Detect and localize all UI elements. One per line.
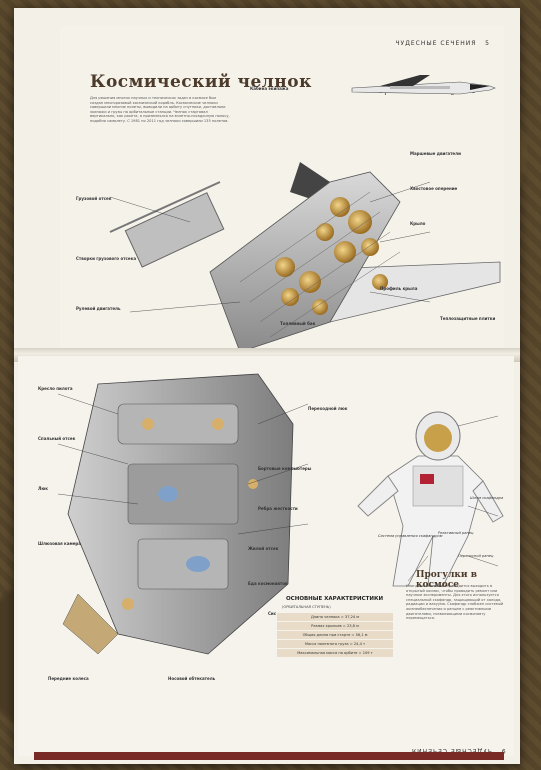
orbiter-illustration [351, 75, 496, 95]
bottom-label-8: Жилой отсек [248, 546, 279, 551]
page-title: Космический челнок [90, 72, 312, 92]
stats-row: Максимальная масса на орбите = 109 т [276, 648, 394, 658]
top-label-7: Профиль крыла [380, 286, 418, 291]
crew-cabin-cutaway-illustration [58, 373, 308, 655]
stats-title: ОСНОВНЫЕ ХАРАКТЕРИСТИКИ [286, 596, 384, 602]
bottom-label-11: Носовой обтекатель [168, 676, 216, 681]
suit-label-4: Переносной ранец [458, 554, 494, 558]
top-label-2: Створки грузового отсека [76, 256, 137, 261]
bottom-label-6: Бортовые компьютеры [258, 466, 312, 471]
open-book: ЧУДЕСНЫЕ СЕЧЕНИЯ 5 Космический челнок Ор… [14, 8, 520, 764]
suit-label-3: Система управления скафандром [378, 534, 443, 538]
top-label-8: Теплозащитные плитки [440, 316, 496, 321]
stats-row: Размах крыльев = 23,8 м [276, 621, 394, 631]
astronaut-illustration [357, 411, 504, 587]
suit-label-2: Реактивный ранец [438, 531, 474, 535]
top-label-10: Топливный бак [280, 321, 316, 326]
top-label-1: Грузовой отсек [76, 196, 112, 201]
stats-table: Длина челнока = 37,24 м Размах крыльев =… [276, 612, 394, 658]
stats-row: Общая длина при старте = 56,1 м [276, 630, 394, 640]
intro-text: Для решения многих научных и технических… [90, 96, 230, 123]
red-page-band [34, 752, 504, 760]
top-label-4: Маршевые двигатели [410, 151, 461, 156]
bottom-label-4: Шлюзовая камера [38, 541, 81, 546]
top-label-6: Крыло [410, 221, 426, 226]
suit-label-1: Шлем скафандра [470, 496, 504, 500]
bottom-label-2: Спальный отсек [38, 436, 76, 441]
running-head: ЧУДЕСНЫЕ СЕЧЕНИЯ 5 [395, 40, 490, 47]
bottom-label-7: Ребра жесткости [258, 506, 298, 511]
stats-row: Масса полезного груза = 24,4 т [276, 639, 394, 649]
top-label-5: Хвостовое оперение [410, 186, 458, 191]
stats-subtitle: (ОРБИТАЛЬНАЯ СТУПЕНЬ) [282, 605, 331, 609]
bottom-label-5: Переходной люк [308, 406, 348, 411]
top-label-3: Кабина экипажа [250, 86, 289, 91]
section-title: Прогулки в космосе [416, 570, 477, 590]
top-page: ЧУДЕСНЫЕ СЕЧЕНИЯ 5 Космический челнок Ор… [60, 26, 504, 356]
bottom-page: Кресло пилота Спальный отсек Люк Шлюзова… [18, 356, 514, 756]
bottom-label-12: Передние колеса [48, 676, 89, 681]
stats-row: Длина челнока = 37,24 м [276, 612, 394, 622]
bottom-label-9: Еда космонавтов [248, 581, 288, 586]
shuttle-cutaway-illustration [109, 162, 501, 353]
section-text: Иногда космонавтам приходится выходить в… [406, 584, 504, 621]
top-label-9: Рулевой двигатель [76, 306, 121, 311]
bottom-label-3: Люк [38, 486, 48, 491]
bottom-label-1: Кресло пилота [38, 386, 73, 391]
